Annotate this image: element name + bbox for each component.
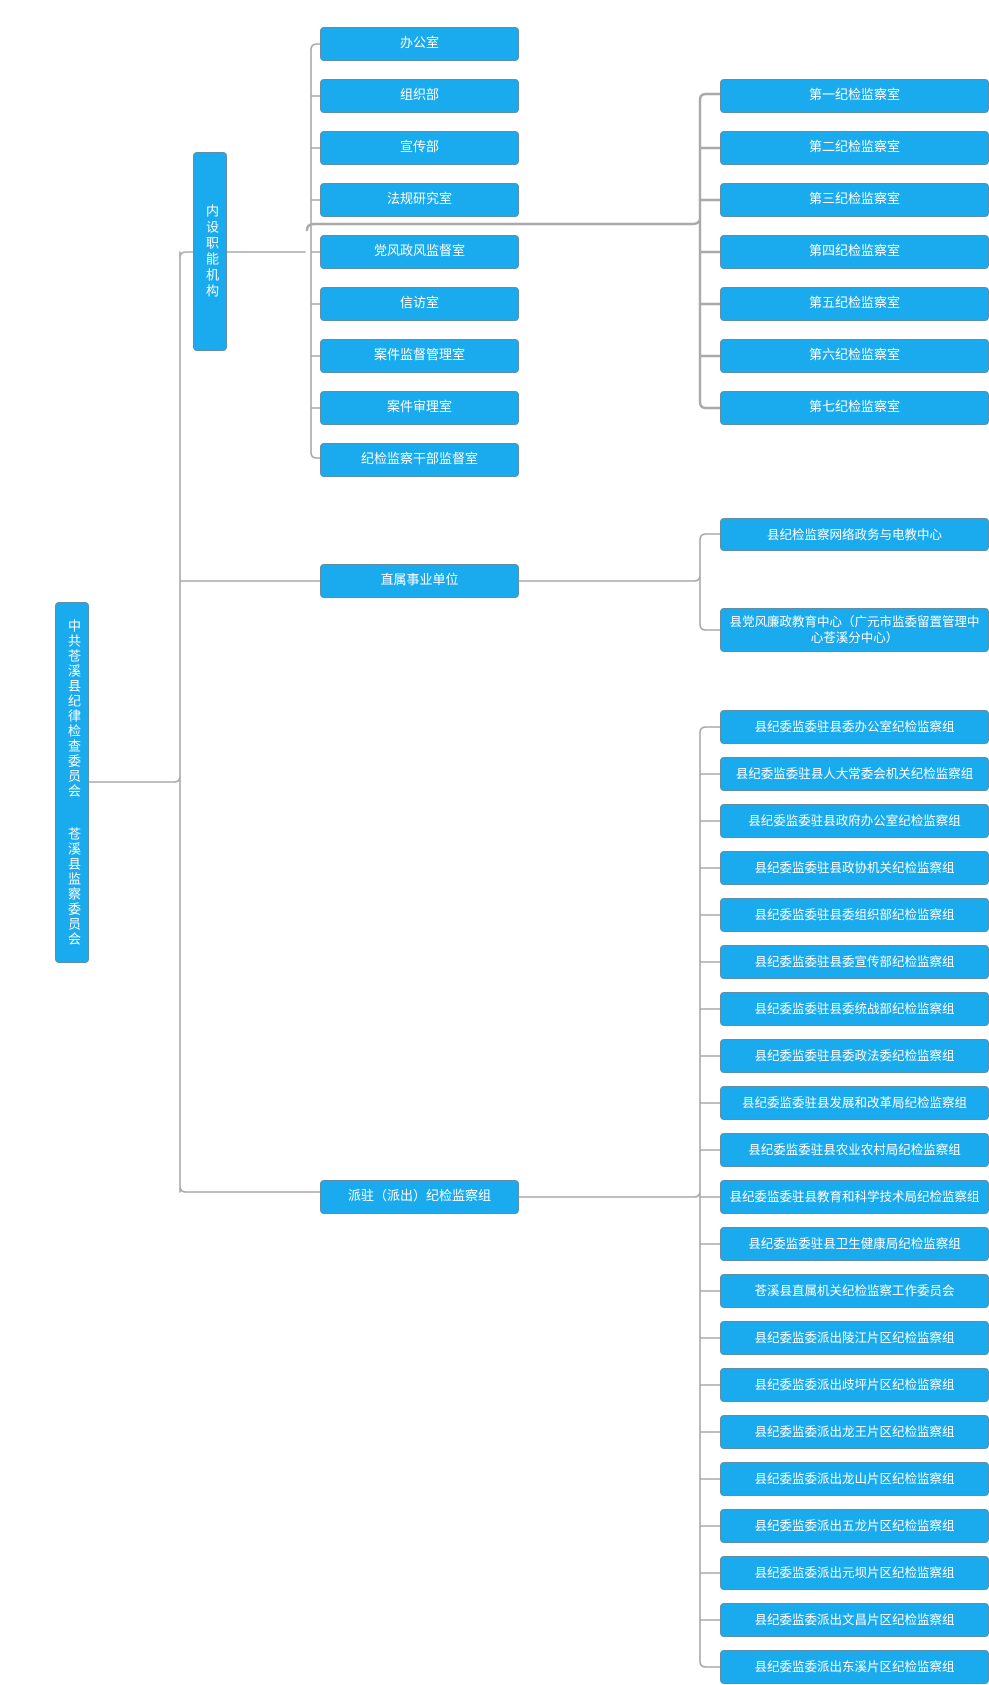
dispatched-branch-node[interactable]: 派驻（派出）纪检监察组 bbox=[320, 1180, 519, 1214]
internal-item-label: 案件监督管理室 bbox=[373, 348, 465, 363]
dispatched-item-label: 县纪委监委驻县委政法委纪检监察组 bbox=[754, 1048, 955, 1063]
internal-branch-label: 内设职能机构 bbox=[203, 203, 218, 300]
internal-item[interactable]: 法规研究室 bbox=[320, 183, 519, 217]
dispatched-item-label: 县纪委监委驻县人大常委会机关纪检监察组 bbox=[735, 766, 974, 781]
dispatched-item-label: 县纪委监委派出歧坪片区纪检监察组 bbox=[754, 1377, 955, 1392]
inspection-room[interactable]: 第四纪检监察室 bbox=[720, 235, 989, 269]
affiliated-branch-node[interactable]: 直属事业单位 bbox=[320, 564, 519, 598]
dispatched-item[interactable]: 县纪委监委派出陵江片区纪检监察组 bbox=[720, 1321, 989, 1355]
dispatched-item-label: 县纪委监委派出元坝片区纪检监察组 bbox=[754, 1565, 955, 1580]
dispatched-item-label: 县纪委监委派出陵江片区纪检监察组 bbox=[754, 1330, 955, 1345]
connector-rooms bbox=[305, 92, 722, 410]
affiliated-item-label: 县党风廉政教育中心（广元市监委留置管理中心苍溪分中心） bbox=[729, 614, 980, 645]
inspection-room-label: 第一纪检监察室 bbox=[808, 88, 900, 103]
internal-item[interactable]: 党风政风监督室 bbox=[320, 235, 519, 269]
dispatched-item-label: 县纪委监委驻县政府办公室纪检监察组 bbox=[748, 813, 961, 828]
internal-item[interactable]: 纪检监察干部监督室 bbox=[320, 443, 519, 477]
internal-branch-node[interactable]: 内设职能机构 bbox=[193, 152, 227, 351]
dispatched-item[interactable]: 县纪委监委派出东溪片区纪检监察组 bbox=[720, 1650, 989, 1684]
dispatched-item[interactable]: 苍溪县直属机关纪检监察工作委员会 bbox=[720, 1274, 989, 1308]
internal-item-label: 党风政风监督室 bbox=[373, 244, 465, 259]
connector-dispatched bbox=[517, 726, 721, 1668]
dispatched-item[interactable]: 县纪委监委派出文昌片区纪检监察组 bbox=[720, 1603, 989, 1637]
internal-item[interactable]: 案件审理室 bbox=[320, 391, 519, 425]
dispatched-item[interactable]: 县纪委监委驻县委办公室纪检监察组 bbox=[720, 710, 989, 744]
dispatched-item-label: 县纪委监委派出五龙片区纪检监察组 bbox=[754, 1518, 955, 1533]
dispatched-item[interactable]: 县纪委监委驻县政协机关纪检监察组 bbox=[720, 851, 989, 885]
dispatched-item[interactable]: 县纪委监委驻县委组织部纪检监察组 bbox=[720, 898, 989, 932]
dispatched-item-label: 县纪委监委驻县教育和科学技术局纪检监察组 bbox=[729, 1189, 980, 1204]
internal-item-label: 法规研究室 bbox=[386, 192, 452, 207]
inspection-room[interactable]: 第三纪检监察室 bbox=[720, 183, 989, 217]
internal-item-label: 办公室 bbox=[399, 36, 439, 51]
dispatched-item[interactable]: 县纪委监委驻县政府办公室纪检监察组 bbox=[720, 804, 989, 838]
dispatched-item[interactable]: 县纪委监委派出龙王片区纪检监察组 bbox=[720, 1415, 989, 1449]
dispatched-item-label: 县纪委监委驻县委办公室纪检监察组 bbox=[754, 719, 955, 734]
dispatched-item-label: 县纪委监委派出龙王片区纪检监察组 bbox=[754, 1424, 955, 1439]
dispatched-item[interactable]: 县纪委监委派出元坝片区纪检监察组 bbox=[720, 1556, 989, 1590]
dispatched-item-label: 县纪委监委驻县发展和改革局纪检监察组 bbox=[741, 1095, 967, 1110]
dispatched-item[interactable]: 县纪委监委派出五龙片区纪检监察组 bbox=[720, 1509, 989, 1543]
dispatched-item-label: 苍溪县直属机关纪检监察工作委员会 bbox=[754, 1283, 955, 1298]
dispatched-item[interactable]: 县纪委监委驻县农业农村局纪检监察组 bbox=[720, 1133, 989, 1167]
inspection-room-label: 第五纪检监察室 bbox=[808, 296, 900, 311]
affiliated-item[interactable]: 县纪检监察网络政务与电教中心 bbox=[720, 518, 989, 551]
dispatched-item[interactable]: 县纪委监委驻县教育和科学技术局纪检监察组 bbox=[720, 1180, 989, 1214]
inspection-room-label: 第四纪检监察室 bbox=[808, 244, 900, 259]
inspection-room[interactable]: 第一纪检监察室 bbox=[720, 79, 989, 113]
dispatched-item[interactable]: 县纪委监委派出歧坪片区纪检监察组 bbox=[720, 1368, 989, 1402]
internal-item[interactable]: 宣传部 bbox=[320, 131, 519, 165]
internal-item-label: 宣传部 bbox=[399, 140, 439, 155]
internal-item[interactable]: 办公室 bbox=[320, 27, 519, 61]
affiliated-item[interactable]: 县党风廉政教育中心（广元市监委留置管理中心苍溪分中心） bbox=[720, 608, 989, 652]
dispatched-item[interactable]: 县纪委监委驻县委宣传部纪检监察组 bbox=[720, 945, 989, 979]
dispatched-item-label: 县纪委监委派出文昌片区纪检监察组 bbox=[754, 1612, 955, 1627]
dispatched-item[interactable]: 县纪委监委驻县发展和改革局纪检监察组 bbox=[720, 1086, 989, 1120]
dispatched-item[interactable]: 县纪委监委驻县委政法委纪检监察组 bbox=[720, 1039, 989, 1073]
dispatched-item-label: 县纪委监委驻县政协机关纪检监察组 bbox=[754, 860, 955, 875]
dispatched-item-label: 县纪委监委派出龙山片区纪检监察组 bbox=[754, 1471, 955, 1486]
inspection-room-label: 第三纪检监察室 bbox=[808, 192, 900, 207]
internal-item-label: 纪检监察干部监督室 bbox=[360, 452, 478, 467]
internal-item[interactable]: 组织部 bbox=[320, 79, 519, 113]
root-line-2: 苍溪县监察委员会 bbox=[65, 826, 80, 947]
connector-root bbox=[87, 251, 321, 1193]
inspection-room-label: 第七纪检监察室 bbox=[808, 400, 900, 415]
dispatched-item-label: 县纪委监委驻县卫生健康局纪检监察组 bbox=[748, 1236, 961, 1251]
inspection-room[interactable]: 第六纪检监察室 bbox=[720, 339, 989, 373]
dispatched-item[interactable]: 县纪委监委驻县委统战部纪检监察组 bbox=[720, 992, 989, 1026]
inspection-room-label: 第六纪检监察室 bbox=[808, 348, 900, 363]
dispatched-item-label: 县纪委监委驻县委统战部纪检监察组 bbox=[754, 1001, 955, 1016]
inspection-room[interactable]: 第五纪检监察室 bbox=[720, 287, 989, 321]
connector-affiliated bbox=[517, 533, 721, 631]
dispatched-item-label: 县纪委监委派出东溪片区纪检监察组 bbox=[754, 1659, 955, 1674]
dispatched-branch-label: 派驻（派出）纪检监察组 bbox=[347, 1189, 491, 1204]
internal-item-label: 案件审理室 bbox=[386, 400, 452, 415]
dispatched-item-label: 县纪委监委驻县委组织部纪检监察组 bbox=[754, 907, 955, 922]
internal-item[interactable]: 案件监督管理室 bbox=[320, 339, 519, 373]
connector-internal bbox=[226, 43, 321, 459]
dispatched-item-label: 县纪委监委驻县委宣传部纪检监察组 bbox=[754, 954, 955, 969]
internal-item-label: 组织部 bbox=[399, 88, 439, 103]
internal-item-label: 信访室 bbox=[399, 296, 439, 311]
affiliated-item-label: 县纪检监察网络政务与电教中心 bbox=[766, 526, 942, 542]
internal-item[interactable]: 信访室 bbox=[320, 287, 519, 321]
affiliated-branch-label: 直属事业单位 bbox=[380, 573, 459, 588]
inspection-room[interactable]: 第七纪检监察室 bbox=[720, 391, 989, 425]
dispatched-item[interactable]: 县纪委监委驻县卫生健康局纪检监察组 bbox=[720, 1227, 989, 1261]
inspection-room[interactable]: 第二纪检监察室 bbox=[720, 131, 989, 165]
dispatched-item-label: 县纪委监委驻县农业农村局纪检监察组 bbox=[748, 1142, 961, 1157]
dispatched-item[interactable]: 县纪委监委驻县人大常委会机关纪检监察组 bbox=[720, 757, 989, 791]
dispatched-item[interactable]: 县纪委监委派出龙山片区纪检监察组 bbox=[720, 1462, 989, 1496]
inspection-room-label: 第二纪检监察室 bbox=[808, 140, 900, 155]
root-line-1: 中共苍溪县纪律检查委员会 bbox=[65, 618, 80, 799]
root-node[interactable]: 中共苍溪县纪律检查委员会 苍溪县监察委员会 bbox=[55, 602, 89, 963]
